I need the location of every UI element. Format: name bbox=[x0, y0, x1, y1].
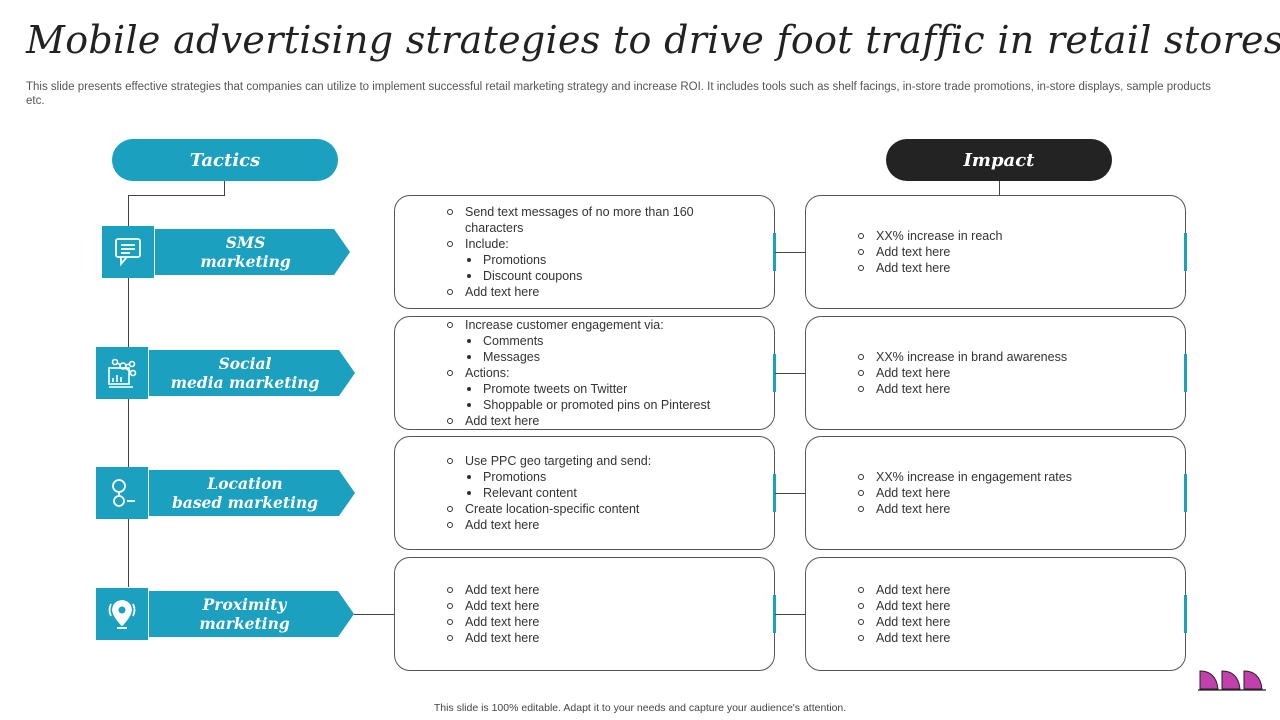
chat-message-icon bbox=[111, 235, 145, 269]
impact-list-item: Add text here bbox=[858, 485, 1165, 501]
details-list-item: Create location-specific content bbox=[447, 501, 754, 517]
details-list-item: Add text here bbox=[447, 413, 754, 429]
impact-list-item: Add text here bbox=[858, 598, 1165, 614]
details-list-item: Promotions bbox=[465, 469, 754, 485]
details-list-item: Promotions bbox=[465, 252, 754, 268]
details-list-item: Add text here bbox=[447, 598, 754, 614]
details-list-item: Include: bbox=[447, 236, 754, 252]
tactics-header: Tactics bbox=[112, 139, 338, 181]
card-accent-mark bbox=[773, 233, 776, 271]
details-list: Send text messages of no more than 160 c… bbox=[447, 204, 754, 300]
tactic-icon-box bbox=[96, 467, 148, 519]
connector-tactic-to-card bbox=[354, 614, 394, 615]
card-accent-mark bbox=[773, 354, 776, 392]
card-accent-mark bbox=[1184, 233, 1187, 271]
details-list-item: Discount coupons bbox=[465, 268, 754, 284]
impact-list-item: Add text here bbox=[858, 260, 1165, 276]
social-network-icon bbox=[105, 356, 139, 390]
connector-details-to-impact bbox=[775, 252, 805, 253]
details-list-item: Relevant content bbox=[465, 485, 754, 501]
details-list-item: Messages bbox=[465, 349, 754, 365]
connector-tactics-down bbox=[224, 181, 225, 196]
connector-details-to-impact bbox=[775, 614, 805, 615]
impact-list-item: Add text here bbox=[858, 582, 1165, 598]
impact-list-item: XX% increase in brand awareness bbox=[858, 349, 1165, 365]
impact-list-item: Add text here bbox=[858, 365, 1165, 381]
details-list: Increase customer engagement via:Comment… bbox=[447, 317, 754, 429]
details-list-item: Increase customer engagement via: bbox=[447, 317, 754, 333]
card-accent-mark bbox=[1184, 474, 1187, 512]
tactic-label-line: based marketing bbox=[171, 493, 319, 512]
details-list-item: Add text here bbox=[447, 517, 754, 533]
tactic-label-line: SMS bbox=[225, 233, 266, 252]
details-list-item: Add text here bbox=[447, 630, 754, 646]
impact-list-item: Add text here bbox=[858, 244, 1165, 260]
impact-list-item: Add text here bbox=[858, 501, 1165, 517]
connector-details-to-impact bbox=[775, 493, 805, 494]
tactic-label-line: media marketing bbox=[170, 373, 320, 392]
tactic-label-line: Location bbox=[207, 474, 283, 493]
details-list-item: Shoppable or promoted pins on Pinterest bbox=[465, 397, 754, 413]
connector-tactics-horizontal bbox=[128, 195, 225, 196]
details-list-item: Send text messages of no more than 160 c… bbox=[447, 204, 754, 236]
tactic-label-line: marketing bbox=[199, 614, 290, 633]
impact-list-item: Add text here bbox=[858, 381, 1165, 397]
card-accent-mark bbox=[1184, 354, 1187, 392]
card-accent-mark bbox=[1184, 595, 1187, 633]
details-list-item: Add text here bbox=[447, 614, 754, 630]
tactic-icon-box bbox=[96, 588, 148, 640]
details-list: Use PPC geo targeting and send:Promotion… bbox=[447, 453, 754, 533]
details-list-item: Use PPC geo targeting and send: bbox=[447, 453, 754, 469]
location-user-icon bbox=[105, 476, 139, 510]
impact-list-item: Add text here bbox=[858, 630, 1165, 646]
tactic-label-line: Proximity bbox=[202, 595, 287, 614]
slide-subtitle: This slide presents effective strategies… bbox=[26, 81, 1211, 107]
details-list-item: Promote tweets on Twitter bbox=[465, 381, 754, 397]
details-card: Send text messages of no more than 160 c… bbox=[394, 195, 776, 309]
impact-list-item: XX% increase in reach bbox=[858, 228, 1165, 244]
connector-impact-down bbox=[999, 181, 1000, 196]
tactic-label-line: marketing bbox=[200, 252, 291, 271]
brand-logo-icon bbox=[1198, 670, 1266, 691]
details-card: Increase customer engagement via:Comment… bbox=[394, 316, 776, 430]
details-list-item: Add text here bbox=[447, 582, 754, 598]
tactic-icon-box bbox=[96, 347, 148, 399]
details-list-item: Comments bbox=[465, 333, 754, 349]
details-card: Use PPC geo targeting and send:Promotion… bbox=[394, 436, 776, 550]
slide-footer: This slide is 100% editable. Adapt it to… bbox=[433, 702, 847, 714]
impact-list-item: XX% increase in engagement rates bbox=[858, 469, 1165, 485]
connector-details-to-impact bbox=[775, 373, 805, 374]
tactic-icon-box bbox=[102, 226, 154, 278]
card-accent-mark bbox=[773, 595, 776, 633]
card-accent-mark bbox=[773, 474, 776, 512]
details-list-item: Add text here bbox=[447, 284, 754, 300]
impact-header: Impact bbox=[886, 139, 1112, 181]
tactic-label-line: Social bbox=[218, 354, 272, 373]
impact-list-item: Add text here bbox=[858, 614, 1165, 630]
details-list-item: Actions: bbox=[447, 365, 754, 381]
proximity-pin-icon bbox=[105, 597, 139, 631]
slide-title: Mobile advertising strategies to drive f… bbox=[26, 18, 1280, 62]
